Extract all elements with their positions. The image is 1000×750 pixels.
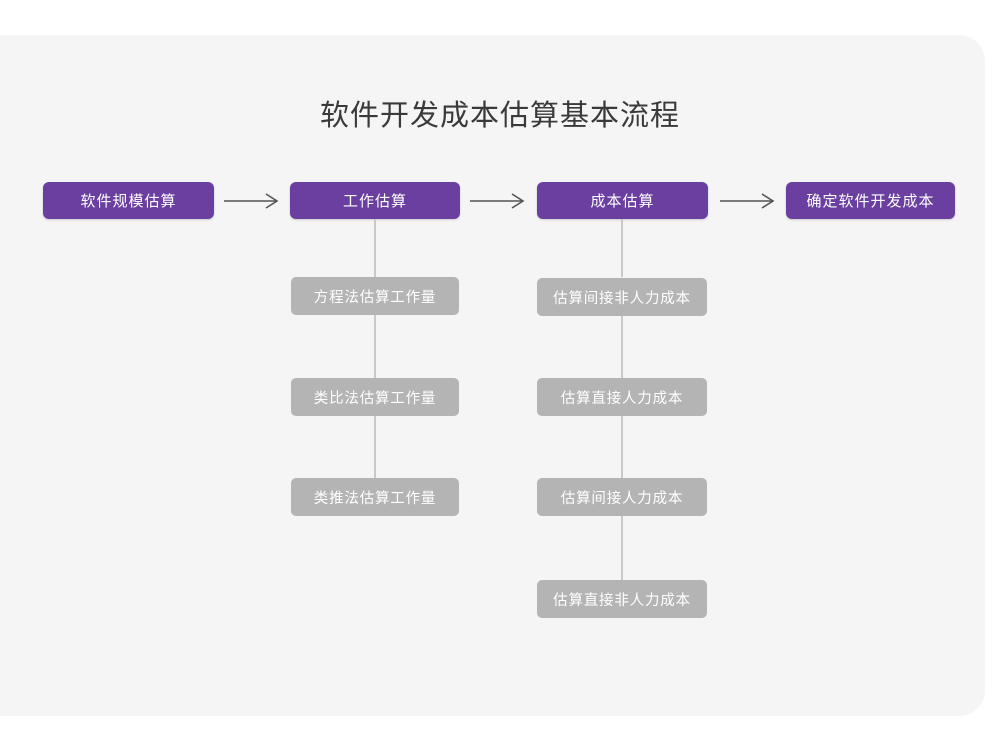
connector-line-cost-4 xyxy=(621,516,623,580)
flow-node-software-scale-estimation[interactable]: 软件规模估算 xyxy=(43,182,214,219)
connector-line-effort-1 xyxy=(374,219,376,277)
arrow-right-icon-2 xyxy=(470,191,528,211)
arrow-right-icon-1 xyxy=(224,191,282,211)
arrow-right-icon-3 xyxy=(720,191,778,211)
sub-node-effort-inference-method[interactable]: 类推法估算工作量 xyxy=(291,478,459,516)
sub-node-cost-indirect-nonlabor[interactable]: 估算间接非人力成本 xyxy=(537,278,707,316)
sub-node-cost-direct-nonlabor[interactable]: 估算直接非人力成本 xyxy=(537,580,707,618)
sub-node-effort-analogy-method[interactable]: 类比法估算工作量 xyxy=(291,378,459,416)
sub-node-cost-direct-labor[interactable]: 估算直接人力成本 xyxy=(537,378,707,416)
flow-node-determine-development-cost[interactable]: 确定软件开发成本 xyxy=(786,182,955,219)
flow-node-effort-estimation[interactable]: 工作估算 xyxy=(290,182,460,219)
connector-line-cost-3 xyxy=(621,416,623,478)
connector-line-effort-3 xyxy=(374,416,376,478)
diagram-card xyxy=(0,35,985,716)
sub-node-effort-equation-method[interactable]: 方程法估算工作量 xyxy=(291,277,459,315)
flow-node-cost-estimation[interactable]: 成本估算 xyxy=(537,182,708,219)
connector-line-cost-1 xyxy=(621,219,623,277)
page-title: 软件开发成本估算基本流程 xyxy=(319,100,680,132)
sub-node-cost-indirect-labor[interactable]: 估算间接人力成本 xyxy=(537,478,707,516)
connector-line-cost-2 xyxy=(621,316,623,378)
connector-line-effort-2 xyxy=(374,315,376,378)
